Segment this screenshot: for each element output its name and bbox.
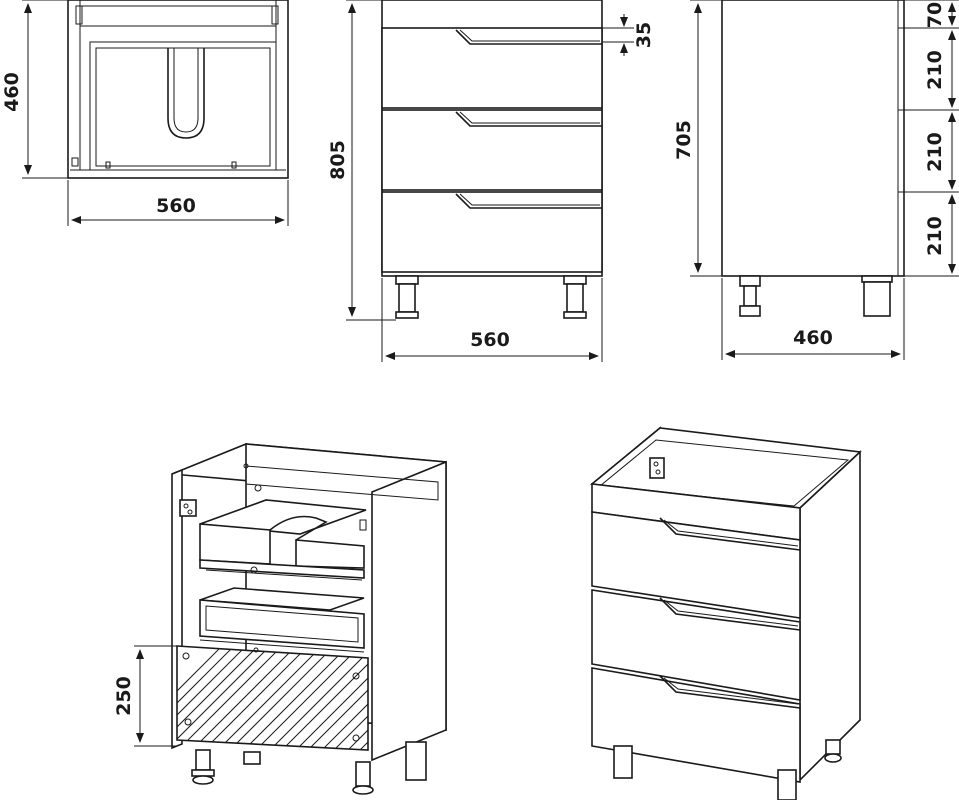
- side-view: 705 70 210 210 210 460: [673, 0, 959, 360]
- iso-closed-drawer-2: [591, 589, 801, 701]
- front-drawer-2: [381, 109, 603, 191]
- iso-upper-drawer: [199, 499, 367, 581]
- front-leg-right: [563, 275, 587, 319]
- closed-isometric-view: [590, 426, 862, 800]
- iso-closed-right-side: [799, 450, 861, 782]
- side-top-rail-label: 70: [924, 2, 946, 28]
- iso-open-right-side: [371, 460, 447, 762]
- open-isometric-view: 250: [113, 443, 447, 795]
- front-drawer-3: [381, 191, 603, 273]
- top-view-outline: [67, 0, 289, 179]
- front-height-label: 805: [327, 140, 349, 180]
- iso-closed-drawer-3: [591, 667, 801, 783]
- side-leg-left: [739, 275, 761, 317]
- side-height-label: 705: [673, 120, 695, 160]
- siphon-cutout: [167, 48, 205, 139]
- iso-closed-legs: [613, 739, 842, 800]
- iso-middle-drawer: [199, 587, 365, 653]
- side-drawer-1-label: 210: [924, 50, 946, 90]
- side-drawer-3-label: 210: [924, 216, 946, 256]
- side-body: [721, 0, 905, 277]
- iso-closed-drawer-1: [591, 511, 801, 619]
- iso-drawer-height-label: 250: [113, 676, 135, 716]
- iso-lower-drawer-front: [176, 645, 369, 751]
- front-drawer-1: [381, 27, 603, 109]
- front-leg-left: [395, 275, 419, 319]
- iso-open-legs: [191, 741, 427, 795]
- side-depth-label: 460: [793, 327, 833, 349]
- top-depth-label: 460: [1, 72, 23, 112]
- front-gap-label: 35: [633, 22, 655, 48]
- front-width-label: 560: [470, 329, 510, 351]
- side-drawer-2-label: 210: [924, 132, 946, 172]
- front-view: 805 35 560: [327, 0, 655, 362]
- top-view: 460 560: [1, 0, 289, 226]
- side-leg-right: [861, 275, 893, 317]
- top-width-label: 560: [156, 195, 196, 217]
- hatch-pattern: [177, 646, 368, 750]
